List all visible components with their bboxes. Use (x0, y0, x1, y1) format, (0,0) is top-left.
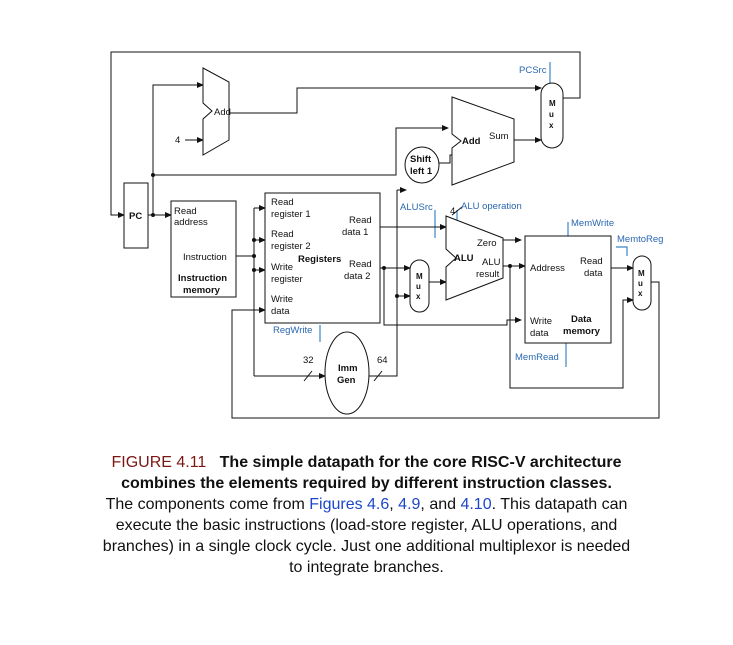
imem-read-address-label-2: address (174, 217, 208, 228)
alusrc-mux: M u x (409, 259, 430, 313)
svg-text:u: u (416, 282, 421, 291)
bits-out-label: 64 (377, 355, 388, 366)
figure-4-6-link[interactable]: Figures 4.6 (309, 496, 390, 513)
zero-label: Zero (477, 238, 497, 249)
svg-text:x: x (416, 292, 421, 301)
svg-text:data: data (530, 328, 549, 339)
figure-4-9-link[interactable]: 4.9 (398, 496, 421, 513)
svg-text:data 1: data 1 (342, 227, 368, 238)
alu-label: ALU (454, 253, 474, 264)
memwrite-label: MemWrite (571, 218, 614, 229)
svg-text:Read: Read (580, 256, 603, 267)
dmem-address-label: Address (530, 263, 565, 274)
alu-op-bits-label: 4 (450, 206, 455, 217)
shift-label: Shift (410, 154, 432, 165)
svg-text:register 1: register 1 (271, 209, 311, 220)
junction-dots (151, 173, 512, 298)
register-file: Read register 1 Read register 2 Write re… (264, 192, 381, 324)
svg-text:data: data (271, 306, 290, 317)
svg-text:data: data (584, 268, 603, 279)
svg-text:M: M (416, 272, 423, 281)
shift-label-2: left 1 (410, 166, 433, 177)
figure-4-10-link[interactable]: 4.10 (460, 496, 492, 513)
bits-in-label: 32 (303, 355, 314, 366)
svg-text:Read: Read (271, 197, 294, 208)
dmem-title-2: memory (563, 326, 601, 337)
svg-text:register: register (271, 274, 303, 285)
instruction-memory: Read address Instruction Instruction mem… (170, 200, 237, 298)
imm-gen-label: Imm (338, 363, 358, 374)
svg-text:Write: Write (530, 316, 552, 327)
imem-title: Instruction (178, 273, 227, 284)
svg-text:M: M (549, 99, 556, 108)
regwrite-label: RegWrite (273, 325, 312, 336)
svg-text:Read: Read (349, 215, 372, 226)
registers-title: Registers (298, 254, 341, 265)
branch-adder-label: Add (462, 136, 481, 147)
dmem-title: Data (571, 314, 592, 325)
branch-adder: Add Sum (451, 96, 515, 186)
svg-text:data 2: data 2 (344, 271, 370, 282)
caption-text: The components come from (105, 496, 310, 513)
alu-operation-label: ALU operation (461, 201, 522, 212)
pcsrc-mux: M u x (540, 82, 564, 149)
pc-label: PC (129, 211, 142, 222)
figure-number: FIGURE 4.11 (111, 454, 207, 471)
imm-gen-label-2: Gen (337, 375, 356, 386)
svg-text:Write: Write (271, 262, 293, 273)
figure-title: The simple datapath for the core RISC-V … (121, 454, 622, 492)
svg-text:x: x (549, 121, 554, 130)
alu-result-label-2: result (476, 269, 500, 280)
memread-label: MemRead (515, 352, 559, 363)
data-wires (110, 51, 660, 419)
const-four: 4 (175, 135, 180, 146)
imm-gen-unit: Imm Gen (324, 331, 370, 415)
svg-text:Read: Read (349, 259, 372, 270)
bus-width-marks (303, 206, 463, 382)
svg-text:Write: Write (271, 294, 293, 305)
imem-instruction-label: Instruction (183, 252, 227, 263)
shift-left-unit: Shift left 1 (404, 146, 440, 184)
svg-text:u: u (549, 110, 554, 119)
svg-text:register 2: register 2 (271, 241, 311, 252)
alu-result-label: ALU (482, 257, 501, 268)
pcsrc-label: PCSrc (519, 65, 547, 76)
memtoreg-mux: M u x (632, 255, 652, 311)
svg-text:M: M (638, 269, 645, 278)
pc-register: PC (123, 182, 149, 249)
memtoreg-label: MemtoReg (617, 234, 663, 245)
datapath-diagram: PC Read address Instruction Instruction … (110, 51, 663, 419)
sum-label: Sum (489, 131, 509, 142)
pc-adder-label: Add (214, 107, 231, 118)
alusrc-label: ALUSrc (400, 202, 433, 213)
imem-title-2: memory (183, 285, 221, 296)
data-memory: Address Read data Write data Data memory (524, 235, 612, 344)
pc-adder: Add (202, 67, 231, 156)
svg-text:u: u (638, 279, 643, 288)
figure-caption: FIGURE 4.11 The simple datapath for the … (102, 454, 631, 576)
svg-text:Read: Read (271, 229, 294, 240)
svg-text:x: x (638, 289, 643, 298)
imem-read-address-label: Read (174, 206, 197, 217)
alu: ALU Zero ALU result (445, 215, 504, 301)
